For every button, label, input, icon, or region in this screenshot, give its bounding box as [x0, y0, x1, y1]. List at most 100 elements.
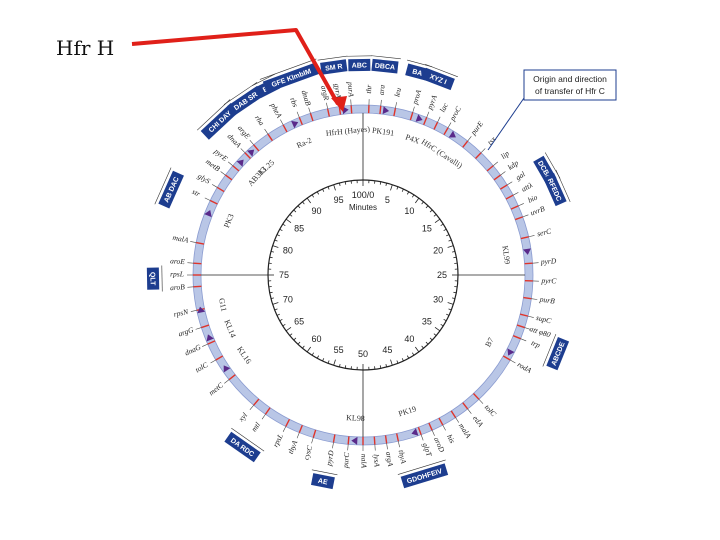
minute-tick	[433, 333, 437, 336]
gene-leader	[296, 111, 300, 118]
gene-band	[462, 140, 469, 148]
operon-box-bg	[348, 58, 371, 72]
gene-leader	[520, 338, 527, 342]
gene-band	[462, 402, 469, 410]
minute-tick	[282, 323, 286, 327]
operon-box-label: AE	[317, 478, 328, 487]
minute-tick	[448, 308, 452, 311]
gene-label: proA	[410, 88, 423, 106]
minute-tick	[385, 182, 388, 186]
gene-band	[195, 241, 205, 245]
gene-label: str	[191, 187, 202, 199]
minute-tick	[306, 197, 312, 204]
minute-tick	[322, 188, 325, 192]
gene-leader	[240, 148, 246, 153]
callout-pointer	[487, 97, 525, 151]
gene-band	[298, 117, 303, 126]
gene-band	[253, 144, 260, 152]
operon-box-label: DBCA	[374, 63, 395, 72]
gene-band	[312, 429, 317, 438]
gene-label: rodA	[516, 360, 534, 375]
gene-leader	[412, 106, 415, 113]
outer-ring-layer	[192, 104, 534, 446]
minute-tick	[279, 228, 283, 232]
operon-box-bg	[421, 67, 455, 91]
gene-label: supC	[535, 313, 553, 326]
minute-tick	[443, 318, 447, 322]
minute-tick	[396, 186, 399, 190]
operon-bracket	[251, 73, 276, 87]
minute-tick	[411, 352, 415, 356]
origin-marker	[291, 120, 299, 129]
minute-tick	[401, 188, 404, 192]
gene-label: metC	[207, 380, 226, 397]
gene-label: pyrD	[324, 449, 336, 467]
scale-label: 10	[404, 206, 414, 216]
operon-box-bg	[400, 463, 449, 489]
gene-leader	[531, 298, 538, 300]
minute-tick	[289, 333, 293, 336]
gene-leader	[431, 430, 435, 436]
minute-tick	[446, 234, 450, 237]
gene-label: proC	[447, 104, 463, 123]
gene-band	[298, 424, 303, 433]
gene-label: malA	[457, 421, 473, 440]
operon-bracket	[397, 459, 446, 475]
operon-box-bg	[262, 62, 320, 93]
strain-label: KL14	[222, 318, 237, 339]
scale-label: 55	[334, 345, 344, 355]
scale-label: 85	[294, 224, 304, 234]
gene-band	[438, 417, 444, 426]
gene-band	[332, 434, 336, 443]
minute-tick	[453, 291, 457, 294]
gene-band	[493, 174, 501, 181]
operon-bracket	[311, 469, 338, 476]
gene-leader	[227, 161, 233, 166]
gene-leader	[224, 379, 230, 384]
gene-label: dnaB	[300, 89, 314, 107]
operon-box: AE	[310, 469, 338, 490]
gene-band	[225, 174, 233, 181]
gene-leader	[386, 443, 388, 450]
strain-label: Ra-2	[295, 136, 313, 151]
gene-leader	[311, 437, 314, 444]
scale-label: 70	[283, 294, 293, 304]
origin-marker	[223, 365, 231, 373]
minute-tick	[274, 308, 278, 311]
hfr-arrow-head	[331, 96, 347, 112]
gene-leader	[347, 444, 349, 451]
gene-leader	[426, 111, 430, 118]
minute-tick	[411, 194, 415, 198]
gene-band	[207, 340, 216, 345]
scale-unit-label: Minutes	[349, 203, 377, 212]
minute-tick	[421, 345, 424, 349]
gene-leader	[211, 184, 218, 188]
minute-tick	[390, 184, 393, 191]
gene-label: aroB	[170, 282, 186, 292]
operon-box-bg	[310, 473, 335, 490]
gene-leader	[398, 441, 400, 448]
gene-label: his	[445, 433, 457, 445]
operon-box-bg	[200, 103, 239, 140]
scale-label: 25	[437, 270, 447, 280]
gene-leader	[437, 116, 441, 123]
operon-box-bg	[146, 267, 160, 290]
minute-tick	[390, 359, 393, 366]
gene-label: purE	[468, 119, 485, 137]
gene-band	[347, 436, 350, 445]
gene-band	[443, 127, 449, 136]
minute-tick	[276, 313, 280, 316]
minute-tick	[446, 313, 450, 316]
minute-tick	[270, 250, 274, 253]
gene-band	[232, 165, 240, 172]
gene-band	[393, 107, 397, 117]
operon-box-label: SM R	[325, 63, 343, 72]
operon-box: XYZ I	[421, 63, 458, 91]
gene-label: rbs	[288, 96, 300, 108]
minute-tick	[285, 218, 292, 224]
gene-label: argA	[384, 451, 395, 467]
gene-leader	[332, 442, 334, 449]
minute-tick	[447, 302, 454, 305]
gene-leader	[249, 139, 254, 145]
